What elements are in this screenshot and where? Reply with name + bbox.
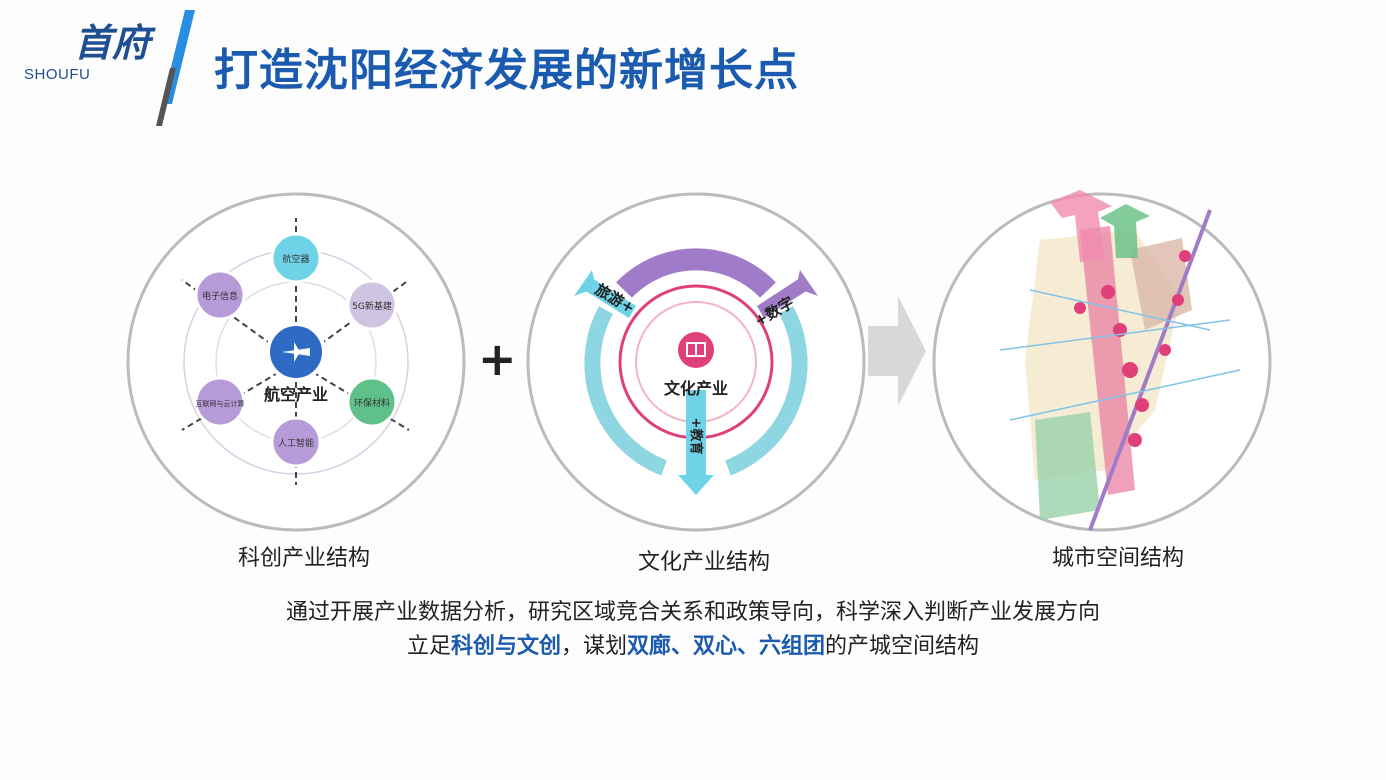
- city-structure-panel: [930, 190, 1274, 534]
- brand-logo: 首府 SHOUFU: [20, 8, 210, 126]
- node-label: 互联网与云计算: [196, 399, 245, 408]
- node-circle: [270, 232, 322, 284]
- plus-operator: +: [478, 332, 517, 386]
- node-circle: [194, 269, 246, 321]
- highlight-structure: 双廊、双心、六组团: [627, 634, 826, 659]
- tech-caption: 科创产业结构: [237, 546, 370, 571]
- logo-slash-icon: [156, 10, 195, 126]
- culture-center-label: 文化产业: [664, 379, 728, 398]
- summary-prefix: 立足: [406, 634, 451, 659]
- tech-center-label: 航空产业: [264, 385, 328, 404]
- culture-structure-panel: 文化产业 旅游+ +数字 +教育: [524, 190, 868, 534]
- brand-en: SHOUFU: [24, 66, 91, 83]
- culture-caption: 文化产业结构: [637, 550, 770, 575]
- node-circle: [346, 376, 398, 428]
- arm-label-education: +教育: [688, 418, 704, 455]
- node-circle: [346, 279, 398, 331]
- tech-structure-panel: 航空产业 航空器 5G新基建 环保材料 人工智能 互联网与云计算 电子信息: [124, 190, 468, 534]
- page-title: 打造沈阳经济发展的新增长点: [214, 45, 799, 96]
- node-label: 环保材料: [354, 397, 390, 409]
- city-caption: 城市空间结构: [1051, 546, 1184, 571]
- summary-line-2: 立足科创与文创，谋划双廊、双心、六组团的产城空间结构: [0, 630, 1386, 664]
- node-label: 5G新基建: [352, 300, 392, 312]
- node-circle: [194, 376, 246, 428]
- summary-line-1: 通过开展产业数据分析，研究区域竞合关系和政策导向，科学深入判断产业发展方向: [285, 600, 1100, 625]
- node-circle: [270, 416, 322, 468]
- node-label: 人工智能: [278, 437, 314, 449]
- brand-cn: 首府: [74, 20, 151, 65]
- node-label: 航空器: [282, 253, 309, 265]
- summary-suffix: 的产城空间结构: [825, 634, 980, 659]
- node-label: 电子信息: [202, 290, 238, 302]
- highlight-innovation: 科创与文创: [450, 634, 561, 659]
- arrow-right-icon: [868, 296, 926, 410]
- summary-text: 通过开展产业数据分析，研究区域竞合关系和政策导向，科学深入判断产业发展方向 立足…: [0, 596, 1386, 664]
- summary-mid: ，谋划: [560, 634, 627, 659]
